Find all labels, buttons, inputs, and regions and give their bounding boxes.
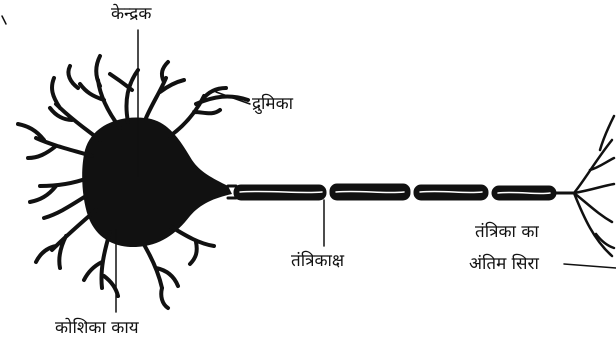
label-axon-terminal-line1: तंत्रिका का — [475, 224, 539, 241]
cell-body — [82, 117, 232, 247]
label-axon-terminal-line2: अंतिम सिरा — [469, 256, 539, 273]
axon-terminals — [574, 116, 614, 256]
label-axon: तंत्रिकाक्ष — [291, 253, 344, 270]
label-dendrite: द्रुमिका — [252, 96, 293, 113]
label-cell-body: कोशिका काय — [55, 320, 139, 337]
pointer-terminal — [564, 264, 616, 268]
top-left-tick — [2, 16, 6, 24]
label-nucleus: केन्द्रक — [111, 6, 151, 23]
